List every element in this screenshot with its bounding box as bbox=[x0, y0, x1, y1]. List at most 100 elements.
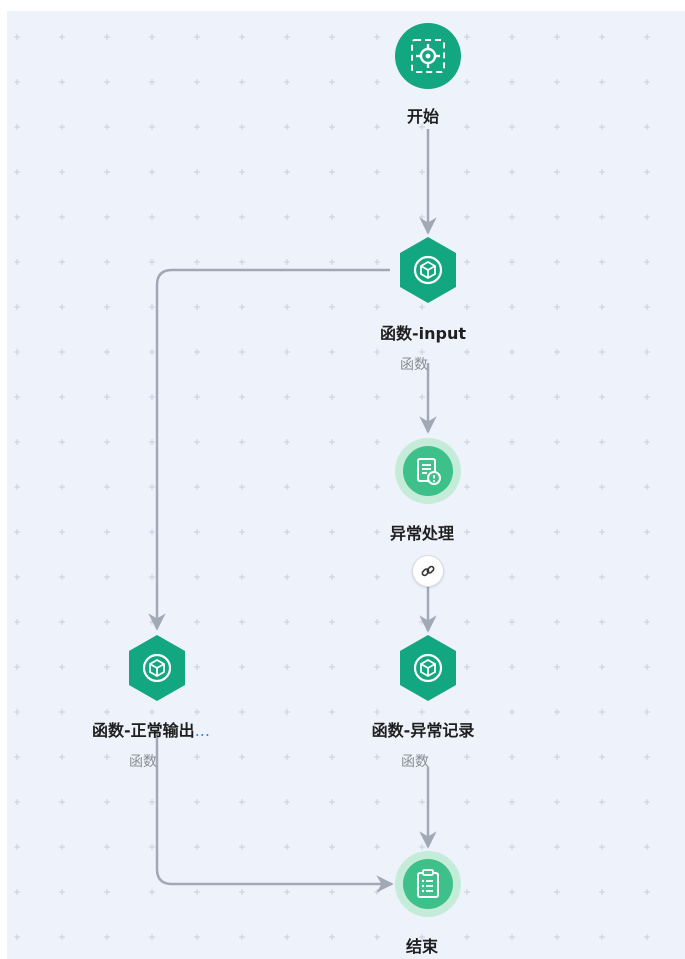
end-clipboard-icon bbox=[395, 851, 461, 917]
grid-plus-mark bbox=[329, 259, 335, 265]
grid-plus-mark bbox=[239, 124, 245, 130]
grid-plus-mark bbox=[14, 124, 20, 130]
grid-plus-mark bbox=[464, 709, 470, 715]
grid-plus-mark bbox=[14, 34, 20, 40]
grid-plus-mark bbox=[59, 214, 65, 220]
node-func-input-label: 函数-input bbox=[379, 324, 467, 343]
grid-plus-mark bbox=[149, 439, 155, 445]
grid-plus-mark bbox=[599, 34, 605, 40]
grid-plus-mark bbox=[599, 934, 605, 940]
grid-plus-mark bbox=[59, 754, 65, 760]
grid-plus-mark bbox=[554, 529, 560, 535]
grid-plus-mark bbox=[284, 619, 290, 625]
grid-plus-mark bbox=[194, 349, 200, 355]
grid-plus-mark bbox=[329, 439, 335, 445]
grid-plus-mark bbox=[239, 619, 245, 625]
exception-document-icon bbox=[395, 438, 461, 504]
grid-plus-mark bbox=[644, 619, 650, 625]
truncation-ellipsis: ... bbox=[194, 721, 210, 740]
grid-plus-mark bbox=[194, 79, 200, 85]
grid-plus-mark bbox=[284, 484, 290, 490]
node-start-label: 开始 bbox=[406, 107, 440, 126]
grid-plus-mark bbox=[59, 169, 65, 175]
grid-plus-mark bbox=[464, 619, 470, 625]
grid-plus-mark bbox=[239, 259, 245, 265]
grid-plus-mark bbox=[644, 529, 650, 535]
grid-plus-mark bbox=[239, 709, 245, 715]
grid-plus-mark bbox=[284, 214, 290, 220]
grid-plus-mark bbox=[329, 79, 335, 85]
grid-plus-mark bbox=[239, 304, 245, 310]
grid-plus-mark bbox=[194, 844, 200, 850]
grid-plus-mark bbox=[599, 619, 605, 625]
grid-plus-mark bbox=[59, 259, 65, 265]
grid-plus-mark bbox=[374, 439, 380, 445]
node-func-normal-output-text: 函数-正常输出 bbox=[92, 721, 195, 740]
grid-plus-mark bbox=[644, 124, 650, 130]
grid-plus-mark bbox=[59, 79, 65, 85]
grid-plus-mark bbox=[59, 304, 65, 310]
grid-plus-mark bbox=[194, 214, 200, 220]
grid-plus-mark bbox=[599, 889, 605, 895]
grid-plus-mark bbox=[194, 754, 200, 760]
grid-plus-mark bbox=[59, 394, 65, 400]
grid-plus-mark bbox=[194, 619, 200, 625]
grid-plus-mark bbox=[284, 844, 290, 850]
grid-plus-mark bbox=[374, 844, 380, 850]
grid-plus-mark bbox=[284, 889, 290, 895]
node-exception[interactable] bbox=[394, 437, 462, 505]
grid-plus-mark bbox=[284, 709, 290, 715]
grid-plus-mark bbox=[194, 169, 200, 175]
grid-plus-mark bbox=[644, 169, 650, 175]
edge-input-to-normal-output[interactable] bbox=[148, 268, 390, 631]
grid-plus-mark bbox=[644, 709, 650, 715]
grid-plus-mark bbox=[329, 484, 335, 490]
grid-plus-mark bbox=[194, 934, 200, 940]
grid-plus-mark bbox=[14, 304, 20, 310]
grid-plus-mark bbox=[464, 124, 470, 130]
flow-canvas[interactable]: 开始 函数-input 函数 异常处理 bbox=[7, 11, 685, 959]
grid-plus-mark bbox=[599, 574, 605, 580]
grid-plus-mark bbox=[104, 394, 110, 400]
grid-plus-mark bbox=[374, 214, 380, 220]
grid-plus-mark bbox=[644, 934, 650, 940]
grid-plus-mark bbox=[104, 799, 110, 805]
grid-plus-mark bbox=[14, 754, 20, 760]
grid-plus-mark bbox=[599, 124, 605, 130]
grid-plus-mark bbox=[644, 349, 650, 355]
grid-plus-mark bbox=[509, 79, 515, 85]
grid-plus-mark bbox=[644, 889, 650, 895]
grid-plus-mark bbox=[329, 934, 335, 940]
grid-plus-mark bbox=[464, 934, 470, 940]
grid-plus-mark bbox=[599, 439, 605, 445]
node-func-error-log[interactable] bbox=[397, 633, 459, 703]
node-end[interactable] bbox=[394, 850, 462, 918]
grid-plus-mark bbox=[14, 394, 20, 400]
grid-plus-mark bbox=[284, 169, 290, 175]
grid-plus-mark bbox=[599, 304, 605, 310]
grid-plus-mark bbox=[464, 439, 470, 445]
grid-plus-mark bbox=[599, 214, 605, 220]
grid-plus-mark bbox=[509, 889, 515, 895]
grid-plus-mark bbox=[194, 34, 200, 40]
grid-plus-mark bbox=[239, 439, 245, 445]
grid-plus-mark bbox=[464, 349, 470, 355]
grid-plus-mark bbox=[554, 934, 560, 940]
edge-normal-output-to-end[interactable] bbox=[155, 731, 394, 893]
grid-plus-mark bbox=[14, 619, 20, 625]
node-start[interactable] bbox=[394, 22, 462, 90]
grid-plus-mark bbox=[284, 259, 290, 265]
grid-plus-mark bbox=[554, 169, 560, 175]
grid-plus-mark bbox=[329, 169, 335, 175]
grid-plus-mark bbox=[509, 754, 515, 760]
grid-plus-mark bbox=[14, 709, 20, 715]
grid-plus-mark bbox=[239, 889, 245, 895]
node-func-input[interactable] bbox=[397, 235, 459, 305]
grid-plus-mark bbox=[104, 619, 110, 625]
grid-plus-mark bbox=[509, 664, 515, 670]
grid-plus-mark bbox=[644, 304, 650, 310]
grid-plus-mark bbox=[374, 169, 380, 175]
node-func-normal-output[interactable] bbox=[126, 633, 188, 703]
edge-link-badge[interactable] bbox=[412, 555, 444, 587]
grid-plus-mark bbox=[14, 934, 20, 940]
